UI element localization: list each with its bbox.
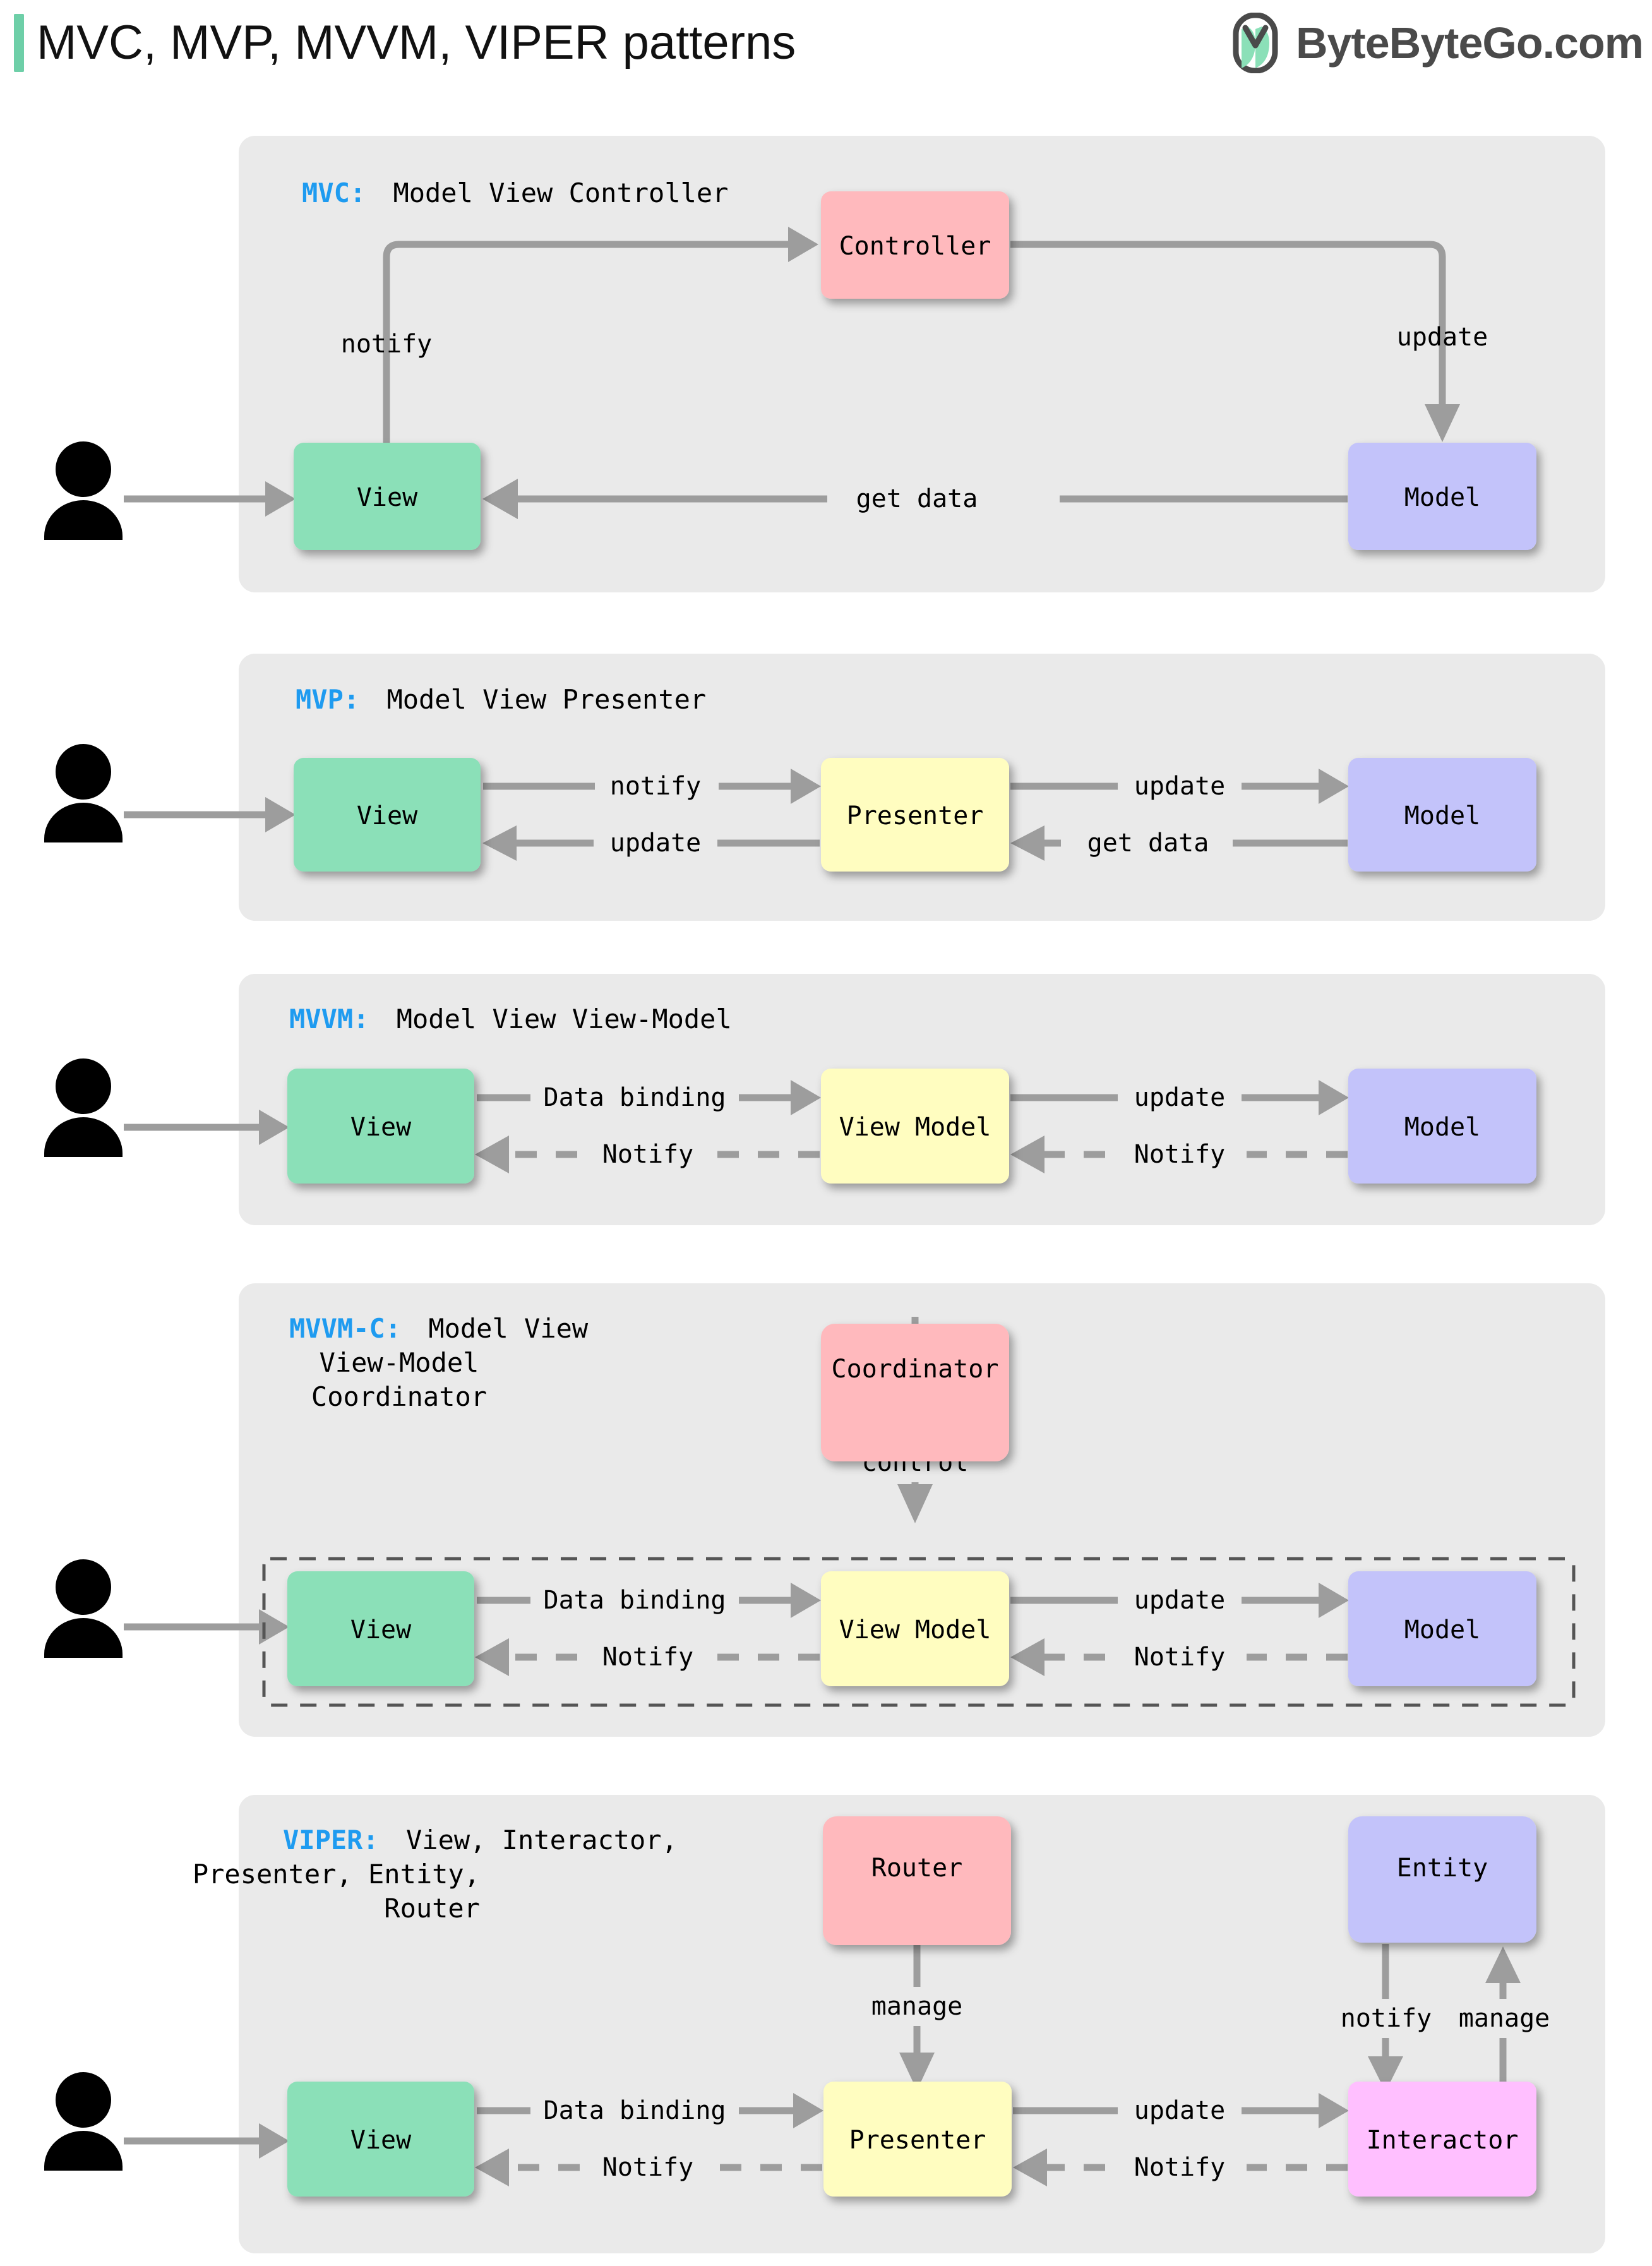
section-caption-mvvmc-1: Model View xyxy=(428,1313,589,1344)
node-mvc-controller[interactable] xyxy=(821,191,1009,299)
section-caption-mvvmc-3: Coordinator xyxy=(311,1381,487,1412)
mvvmc-group-dashed-box xyxy=(262,1557,1576,1707)
edge-label-viper-databinding: Data binding xyxy=(544,2096,726,2125)
node-mvp-presenter[interactable] xyxy=(821,758,1009,872)
section-caption-mvp: Model View Presenter xyxy=(386,684,706,715)
node-label-mvvmc-model: Model xyxy=(1404,1616,1480,1645)
node-label-mvp-presenter: Presenter xyxy=(847,801,984,830)
section-mvvmc: MVVM-C: Model View View-Model Coordinato… xyxy=(44,1283,1605,1737)
page-header: MVC, MVP, MVVM, VIPER patterns ByteByteG… xyxy=(0,0,1652,95)
section-panel-mvc xyxy=(239,136,1605,592)
section-key-mvc: MVC: xyxy=(302,177,366,208)
node-label-mvvmc-coordinator: Coordinator xyxy=(832,1355,999,1384)
node-label-mvvmc-viewmodel: View Model xyxy=(839,1616,991,1645)
node-label-viper-router: Router xyxy=(871,1854,963,1883)
edge-label-mvvmc-notify-right: Notify xyxy=(1134,1643,1226,1672)
edge-label-mvc-update: update xyxy=(1397,323,1488,352)
edge-label-mvc-notify: notify xyxy=(341,330,433,359)
section-label-viper: VIPER: View, Interactor, xyxy=(283,1825,678,1855)
node-label-mvp-view: View xyxy=(357,801,418,830)
node-label-mvvm-viewmodel: View Model xyxy=(839,1113,991,1142)
node-mvvm-model[interactable] xyxy=(1348,1069,1536,1184)
section-label-mvp: MVP: Model View Presenter xyxy=(296,684,706,715)
edge-label-mvc-getdata: get data xyxy=(856,484,978,513)
edge-label-viper-notify-left: Notify xyxy=(602,2153,694,2182)
node-label-viper-view: View xyxy=(350,2126,412,2155)
page-title: MVC, MVP, MVVM, VIPER patterns xyxy=(37,16,796,69)
section-caption-mvvm: Model View View-Model xyxy=(397,1004,732,1034)
edge-label-mvvm-notify-right: Notify xyxy=(1134,1140,1226,1169)
brand-name: ByteByteGo.com xyxy=(1295,18,1644,68)
section-key-mvvmc: MVVM-C: xyxy=(289,1313,401,1344)
node-label-mvc-model: Model xyxy=(1404,483,1480,512)
section-mvc: MVC: Model View Controller notify update… xyxy=(44,136,1605,592)
section-label-mvvm: MVVM: Model View View-Model xyxy=(289,1004,732,1034)
node-mvvm-viewmodel[interactable] xyxy=(821,1069,1009,1184)
section-caption-mvc: Model View Controller xyxy=(393,177,728,208)
edge-label-viper-manage-router: manage xyxy=(871,1992,963,2021)
edge-label-mvp-update-right: update xyxy=(1134,772,1226,801)
section-label-mvc: MVC: Model View Controller xyxy=(302,177,728,208)
edge-label-viper-manage-interactor: manage xyxy=(1459,2004,1550,2033)
node-viper-interactor[interactable] xyxy=(1348,2082,1536,2197)
edge-label-mvp-getdata: get data xyxy=(1087,829,1209,858)
node-mvp-view[interactable] xyxy=(294,758,481,872)
actor-user-icon-mvvm xyxy=(44,1058,123,1157)
node-label-viper-presenter: Presenter xyxy=(849,2126,986,2155)
node-mvvmc-model[interactable] xyxy=(1348,1571,1536,1686)
brand-lockup: ByteByteGo.com xyxy=(1233,10,1644,76)
edge-label-viper-update: update xyxy=(1134,2096,1226,2125)
section-mvvm: MVVM: Model View View-Model Data binding… xyxy=(44,974,1605,1225)
edge-label-viper-notify-entity: notify xyxy=(1341,2004,1432,2033)
actor-user-icon-mvvmc xyxy=(44,1559,123,1658)
node-label-mvvm-view: View xyxy=(350,1113,412,1142)
node-mvvm-view[interactable] xyxy=(287,1069,474,1184)
section-panel-mvvmc xyxy=(239,1283,1605,1737)
section-caption-viper-3: Router xyxy=(384,1893,480,1924)
edge-label-mvvm-update: update xyxy=(1134,1083,1226,1112)
node-label-mvc-controller: Controller xyxy=(839,232,991,261)
edge-label-mvp-update-left: update xyxy=(610,829,702,858)
section-viper: VIPER: View, Interactor, Presenter, Enti… xyxy=(44,1795,1605,2253)
section-caption-viper-2: Presenter, Entity, xyxy=(193,1859,480,1890)
bytebytego-leaf-logo-icon xyxy=(1233,13,1278,73)
node-viper-presenter[interactable] xyxy=(823,2082,1012,2197)
edge-label-mvp-notify: notify xyxy=(610,772,702,801)
edge-label-mvvmc-notify-left: Notify xyxy=(602,1643,694,1672)
edge-label-mvvm-notify-left: Notify xyxy=(602,1140,694,1169)
actor-user-icon-mvp xyxy=(44,744,123,842)
section-caption-viper-1: View, Interactor, xyxy=(406,1825,678,1855)
section-mvp: MVP: Model View Presenter notify update … xyxy=(44,654,1605,921)
node-label-viper-interactor: Interactor xyxy=(1367,2126,1519,2155)
section-key-viper: VIPER: xyxy=(283,1825,379,1855)
edge-label-mvvmc-databinding: Data binding xyxy=(544,1586,726,1615)
title-accent-bar xyxy=(14,14,24,72)
node-mvp-model[interactable] xyxy=(1348,758,1536,872)
section-label-mvvmc: MVVM-C: Model View xyxy=(289,1313,589,1344)
section-key-mvp: MVP: xyxy=(296,684,359,715)
node-mvc-view[interactable] xyxy=(294,443,481,550)
node-label-mvp-model: Model xyxy=(1404,801,1480,830)
node-viper-view[interactable] xyxy=(287,2082,474,2197)
node-mvc-model[interactable] xyxy=(1348,443,1536,550)
edge-label-mvvm-databinding: Data binding xyxy=(544,1083,726,1112)
node-viper-entity[interactable] xyxy=(1348,1816,1536,1943)
node-label-mvvmc-view: View xyxy=(350,1616,412,1645)
node-mvvmc-viewmodel[interactable] xyxy=(821,1571,1009,1686)
edge-label-mvvmc-update: update xyxy=(1134,1586,1226,1615)
actor-user-icon-viper xyxy=(44,2072,123,2171)
section-caption-mvvmc-2: View-Model xyxy=(320,1347,479,1378)
edge-label-viper-notify-right: Notify xyxy=(1134,2153,1226,2182)
section-key-mvvm: MVVM: xyxy=(289,1004,369,1034)
node-label-mvvm-model: Model xyxy=(1404,1113,1480,1142)
node-mvvmc-view[interactable] xyxy=(287,1571,474,1686)
node-label-viper-entity: Entity xyxy=(1397,1854,1488,1883)
node-mvvmc-coordinator[interactable] xyxy=(821,1324,1009,1461)
node-label-mvc-view: View xyxy=(357,483,418,512)
node-viper-router[interactable] xyxy=(823,1816,1011,1945)
actor-user-icon-mvc xyxy=(44,441,123,540)
